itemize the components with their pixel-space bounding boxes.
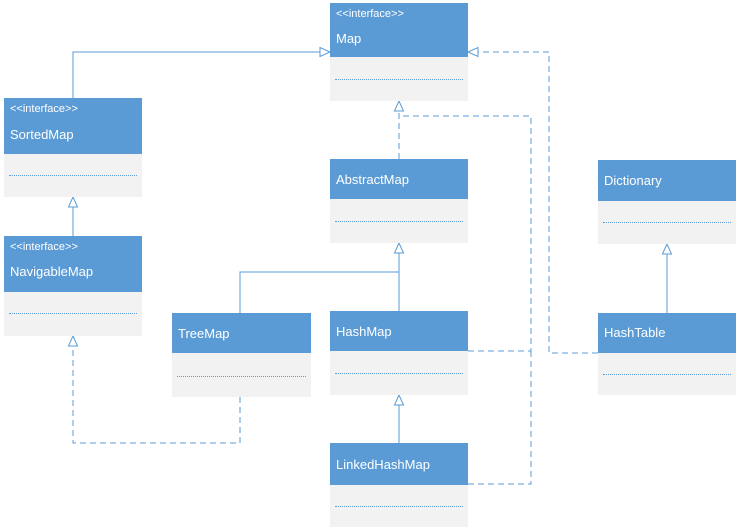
class-navigablemap: <<interface>> NavigableMap	[4, 236, 142, 336]
arrowhead-navigablemap-sortedmap	[67, 195, 79, 208]
arrowhead-treemap-navigablemap	[67, 334, 79, 347]
class-hashtable-separator	[603, 374, 731, 375]
class-abstractmap-header: AbstractMap	[330, 159, 468, 199]
class-sortedmap-name: SortedMap	[10, 127, 74, 142]
class-linkedhashmap-name: LinkedHashMap	[336, 457, 430, 472]
class-map-name: Map	[336, 31, 362, 46]
edge-treemap-implements-navigablemap	[72, 346, 241, 444]
edge-treemap-extends-abstractmap	[239, 271, 399, 313]
edge-sortedmap-extends-map	[72, 51, 320, 98]
class-treemap-header: TreeMap	[172, 313, 311, 353]
class-linkedhashmap: LinkedHashMap	[330, 443, 468, 527]
arrowhead-abstractmap-map	[393, 99, 405, 112]
class-hashmap-name: HashMap	[336, 324, 392, 339]
class-dictionary-name: Dictionary	[604, 173, 662, 188]
class-dictionary-separator	[603, 222, 731, 223]
class-treemap: TreeMap	[172, 313, 311, 397]
class-abstractmap: AbstractMap	[330, 159, 468, 243]
edge-hashtable-implements-map	[478, 51, 598, 354]
arrowhead-hashtable-dictionary	[661, 242, 673, 255]
edge-hashmap-implements-map	[399, 115, 532, 352]
class-linkedhashmap-header: LinkedHashMap	[330, 443, 468, 485]
class-linkedhashmap-separator	[335, 506, 463, 507]
class-sortedmap: <<interface>> SortedMap	[4, 98, 142, 197]
class-treemap-name: TreeMap	[178, 326, 230, 341]
class-map-header: <<interface>> Map	[330, 3, 468, 57]
class-dictionary: Dictionary	[598, 160, 736, 244]
class-treemap-separator	[177, 376, 306, 377]
edge-linkedhashmap-implements-map	[468, 351, 532, 485]
class-abstractmap-name: AbstractMap	[336, 172, 409, 187]
class-sortedmap-header: <<interface>> SortedMap	[4, 98, 142, 154]
class-dictionary-header: Dictionary	[598, 160, 736, 201]
arrowhead-hashtable-map	[466, 46, 479, 58]
class-navigablemap-header: <<interface>> NavigableMap	[4, 236, 142, 292]
class-hashtable-name: HashTable	[604, 325, 666, 340]
class-navigablemap-name: NavigableMap	[10, 264, 94, 279]
class-sortedmap-separator	[9, 175, 137, 176]
class-hashmap-separator	[335, 373, 463, 374]
class-hashtable-header: HashTable	[598, 313, 736, 353]
class-hashtable: HashTable	[598, 313, 736, 395]
class-map: <<interface>> Map	[330, 3, 468, 101]
class-hashmap: HashMap	[330, 311, 468, 395]
class-hashmap-header: HashMap	[330, 311, 468, 351]
class-navigablemap-stereotype: <<interface>>	[10, 241, 78, 253]
class-navigablemap-separator	[9, 313, 137, 314]
arrowhead-abstractmap-subclasses	[393, 241, 405, 254]
arrowhead-linkedhashmap-hashmap	[393, 393, 405, 406]
class-sortedmap-stereotype: <<interface>>	[10, 103, 78, 115]
class-map-separator	[335, 79, 463, 80]
class-map-stereotype: <<interface>>	[336, 8, 404, 20]
arrowhead-sortedmap-map	[319, 46, 332, 58]
class-abstractmap-separator	[335, 221, 463, 222]
